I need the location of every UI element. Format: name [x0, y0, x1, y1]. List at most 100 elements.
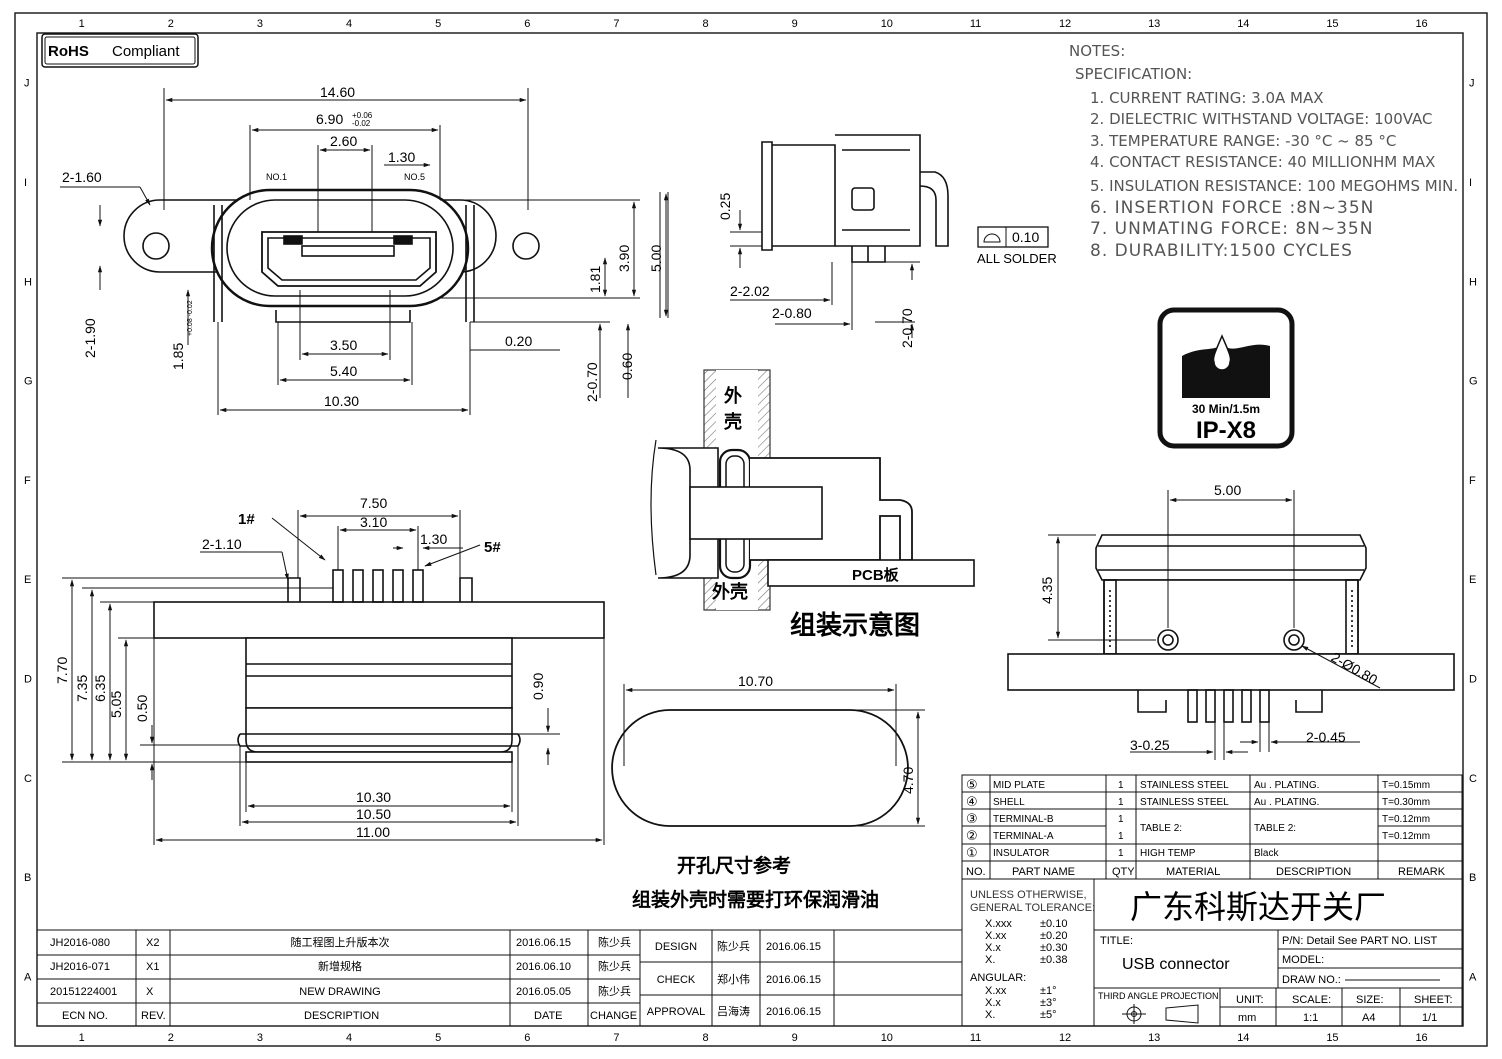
dim-10-70: 10.70	[738, 673, 773, 689]
rev-by: 陈少兵	[598, 984, 631, 998]
label-pin5: 5#	[484, 539, 501, 556]
front-dims	[60, 88, 669, 415]
note-4: 4. CONTACT RESISTANCE: 40 MILLIONHM MAX	[1090, 153, 1435, 171]
bom-remark: T=0.15mm	[1382, 780, 1430, 791]
approval-name: 吕海涛	[717, 1004, 750, 1018]
inner-border	[36, 32, 1464, 1027]
bom-no: ②	[966, 828, 978, 843]
dim-6-90-tol-dn: -0.02	[352, 119, 371, 128]
grid-col-bottom: 7	[613, 1032, 619, 1044]
right-view	[1007, 534, 1455, 723]
bom-qty: 1	[1118, 848, 1124, 859]
grid-row-right: J	[1469, 78, 1475, 90]
dim-3-10: 3.10	[360, 514, 387, 530]
grid-row-left: I	[24, 177, 27, 189]
bom-qty: 1	[1118, 797, 1124, 808]
sheet-label: SHEET:	[1414, 994, 1453, 1006]
bom-qty: 1	[1118, 780, 1124, 791]
angular-label: ANGULAR:	[970, 972, 1026, 984]
dim-0-25: 0.25	[717, 193, 733, 220]
tol-key: X.x	[985, 942, 1001, 954]
grid-row-left: A	[24, 971, 32, 983]
rev-head-date: DATE	[534, 1010, 563, 1022]
tol-value: ±0.10	[1040, 918, 1067, 930]
ang-value: ±1°	[1040, 985, 1057, 997]
dim-1-85: 1.85	[170, 343, 186, 370]
draw-no-label: DRAW NO.:	[1282, 974, 1341, 986]
grid-col-bottom: 14	[1237, 1032, 1249, 1044]
note-7: 7. UNMATING FORCE: 8N~35N	[1090, 219, 1373, 239]
notes-spec: SPECIFICATION:	[1075, 65, 1192, 83]
grid-col-top: 7	[613, 18, 619, 30]
grid-col-bottom: 10	[881, 1032, 893, 1044]
bom-description: Black	[1254, 848, 1279, 859]
cutout-view: 10.70 4.70 开孔尺寸参考 组装外壳时需要打环保润滑油	[611, 673, 925, 911]
bom-material: HIGH TEMP	[1140, 848, 1196, 859]
dim-3-0-25: 3-0.25	[1130, 737, 1170, 753]
grid-row-right: D	[1469, 673, 1477, 685]
assembly-view: PCB板 外 壳 外壳 组装示意图	[650, 369, 975, 640]
grid-col-bottom: 12	[1059, 1032, 1071, 1044]
bom-part: SHELL	[993, 797, 1025, 808]
dim-b-10-30: 10.30	[356, 789, 391, 805]
dim-6-90: 6.90	[316, 111, 343, 127]
grid-col-bottom: 5	[435, 1032, 441, 1044]
grid-col-top: 5	[435, 18, 441, 30]
ang-key: X.x	[985, 997, 1001, 1009]
grid-col-bottom: 15	[1326, 1032, 1338, 1044]
grid-col-top: 1	[79, 18, 85, 30]
rohs-compliant: Compliant	[112, 43, 180, 60]
grid-col-bottom: 2	[168, 1032, 174, 1044]
bom-head-part: PART NAME	[1012, 866, 1075, 878]
grid-col-top: 13	[1148, 18, 1160, 30]
solder-callout: 0.10 ALL SOLDER	[977, 226, 1057, 266]
bom-no: ④	[966, 794, 978, 809]
front-view	[123, 188, 540, 323]
side-dim-labels: 0.25 2-2.02 2-0.80 2-0.70	[717, 193, 915, 348]
title-label: TITLE:	[1100, 935, 1133, 947]
tol-value: ±0.38	[1040, 954, 1067, 966]
side-view	[761, 134, 949, 263]
grid-row-right: G	[1469, 376, 1478, 388]
scale-value: 1:1	[1303, 1012, 1318, 1024]
grid-row-right: C	[1469, 773, 1477, 785]
grid-col-bottom: 16	[1415, 1032, 1427, 1044]
tol-key: X.xxx	[985, 918, 1012, 930]
rev-ecn: JH2016-071	[50, 961, 110, 973]
right-dims	[1048, 490, 1381, 760]
grid-col-bottom: 9	[792, 1032, 798, 1044]
dim-side-2-0-70: 2-0.70	[899, 308, 915, 348]
dim-0-20: 0.20	[505, 333, 532, 349]
grid-col-bottom: 8	[702, 1032, 708, 1044]
rev-description: NEW DRAWING	[299, 986, 380, 998]
bom-qty: 1	[1118, 831, 1124, 842]
grid-col-top: 11	[970, 18, 981, 30]
grid-row-left: C	[24, 773, 32, 785]
side-dims	[730, 210, 920, 338]
rev-head-rev: REV.	[141, 1010, 166, 1022]
grid-col-bottom: 13	[1148, 1032, 1160, 1044]
grid-col-bottom: 11	[970, 1032, 981, 1044]
ip-rating-icon: 30 Min/1.5m IP-X8	[1157, 307, 1295, 449]
dim-10-50: 10.50	[356, 806, 391, 822]
cutout-caption-2: 组装外壳时需要打环保润滑油	[632, 888, 879, 911]
dim-4-35: 4.35	[1039, 577, 1055, 604]
approval-date: 2016.06.15	[766, 1006, 821, 1018]
grid-row-left: G	[24, 376, 33, 388]
projection-symbol	[1122, 1004, 1199, 1024]
bom-description: TABLE 2:	[1254, 823, 1296, 834]
bom-remark: T=0.12mm	[1382, 814, 1430, 825]
dim-2-60: 2.60	[330, 133, 357, 149]
rev-head-desc: DESCRIPTION	[304, 1010, 379, 1022]
grid-row-right: I	[1469, 177, 1472, 189]
dim-b-1-30: 1.30	[420, 531, 447, 547]
bottom-view	[153, 569, 605, 763]
tol-value: ±0.30	[1040, 942, 1067, 954]
dim-3-90: 3.90	[616, 245, 632, 272]
grid-row-left: J	[24, 78, 30, 90]
grid-col-top: 8	[702, 18, 708, 30]
grid-col-bottom: 1	[79, 1032, 85, 1044]
ip-line1: 30 Min/1.5m	[1192, 402, 1260, 416]
rev-code: X2	[146, 937, 159, 949]
